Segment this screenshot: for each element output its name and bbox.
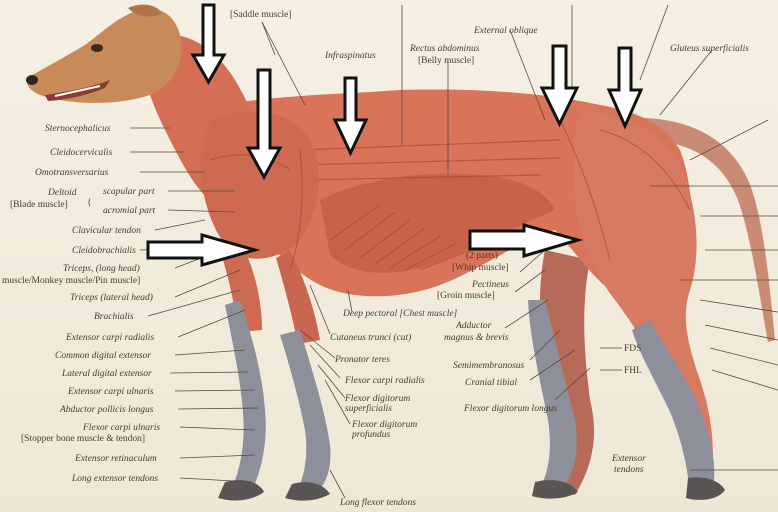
label-pronator-teres: Pronator teres (334, 355, 390, 365)
label-stopper-bone: [Stopper bone muscle & tendon] (21, 434, 145, 444)
label-fds-1: Flexor digitorum (344, 394, 410, 404)
label-pectineus: Pectineus (471, 280, 509, 290)
label-cutaneus-trunci: Cutaneus trunci (cut) (330, 332, 411, 343)
label-long-flexor-tendons: Long flexor tendons (339, 497, 416, 508)
label-cleidocervicalis: Cleidocervicalis (50, 148, 113, 158)
label-deep-pectoral: Deep pectoral [Chest muscle] (342, 309, 458, 319)
label-rectus-abdominus: Rectus abdominus (409, 44, 480, 54)
label-omotransversarius: Omotransversarius (35, 168, 109, 178)
label-monkey-muscle: muscle/Monkey muscle/Pin muscle] (2, 276, 140, 286)
far-forepaw (285, 482, 330, 500)
label-fdp-1: Flexor digitorum (351, 420, 417, 430)
label-fds: FDS (624, 344, 641, 354)
label-fhl: FHL (624, 366, 642, 376)
label-fds-2: superficialis (345, 403, 392, 414)
label-extensor-carpi-ulnaris: Extensor carpi ulnaris (67, 387, 154, 397)
label-flexor-carpi-radialis: Flexor carpi radialis (344, 376, 425, 386)
label-extensor-tendons-1: Extensor (611, 454, 646, 464)
label-extensor-tendons-2: tendons (614, 465, 644, 475)
label-cranial-tibial: Cranial tibial (465, 378, 517, 388)
label-cleidobrachialis: Cleidobrachialis (72, 246, 136, 256)
label-long-extensor-tendons: Long extensor tendons (71, 474, 158, 484)
head (27, 9, 181, 103)
label-flexor-digitorum-longus: Flexor digitorum longus (463, 404, 557, 414)
label-lateral-digital-extensor: Lateral digital extensor (61, 369, 152, 379)
label-adductor-1: Adductor (455, 321, 492, 331)
label-infraspinatus: Infraspinatus (324, 50, 376, 61)
label-belly-muscle: [Belly muscle] (418, 56, 474, 66)
label-abductor-pollicis-longus: Abductor pollicis longus (59, 405, 154, 415)
label-triceps-lateral-head: Triceps (lateral head) (70, 292, 153, 303)
label-saddle-muscle: [Saddle muscle] (230, 10, 291, 20)
label-acromial-part: acromial part (103, 206, 156, 216)
label-common-digital-extensor: Common digital extensor (55, 351, 151, 361)
label-extensor-carpi-radialis: Extensor carpi radialis (65, 333, 154, 343)
label-deltoid: Deltoid (47, 188, 77, 198)
label-semimembranosus: Semimembranosus (453, 361, 525, 371)
label-adductor-2: magnus & brevis (444, 333, 509, 343)
nose (26, 75, 38, 85)
label-clavicular-tendon: Clavicular tendon (72, 226, 141, 236)
eye (91, 44, 103, 52)
label-extensor-retinaculum: Extensor retinaculum (74, 454, 157, 464)
label-whip-muscle: [Whip muscle] (452, 263, 509, 273)
label-blade-muscle: [Blade muscle] (10, 200, 68, 210)
label-groin-muscle: [Groin muscle] (437, 291, 495, 301)
label-two-parts: (2 parts) (466, 250, 498, 261)
label-external-oblique: External oblique (473, 26, 538, 36)
label-triceps-long-head: Triceps, (long head) (63, 263, 140, 274)
label-sternocephalicus: Sternocephalicus (45, 124, 111, 134)
near-hind-paw (686, 477, 725, 500)
label-brachialis: Brachialis (94, 312, 134, 322)
near-forepaw (218, 480, 264, 500)
label-flexor-carpi-ulnaris: Flexor carpi ulnaris (82, 423, 160, 433)
label-gluteus-superficialis: Gluteus superficialis (670, 43, 749, 54)
deltoid-brace: { (87, 198, 92, 208)
far-foreleg-lower (280, 330, 331, 492)
label-fdp-2: profundus (351, 429, 390, 440)
label-scapular-part: scapular part (103, 187, 155, 197)
rib-shading (320, 174, 555, 273)
